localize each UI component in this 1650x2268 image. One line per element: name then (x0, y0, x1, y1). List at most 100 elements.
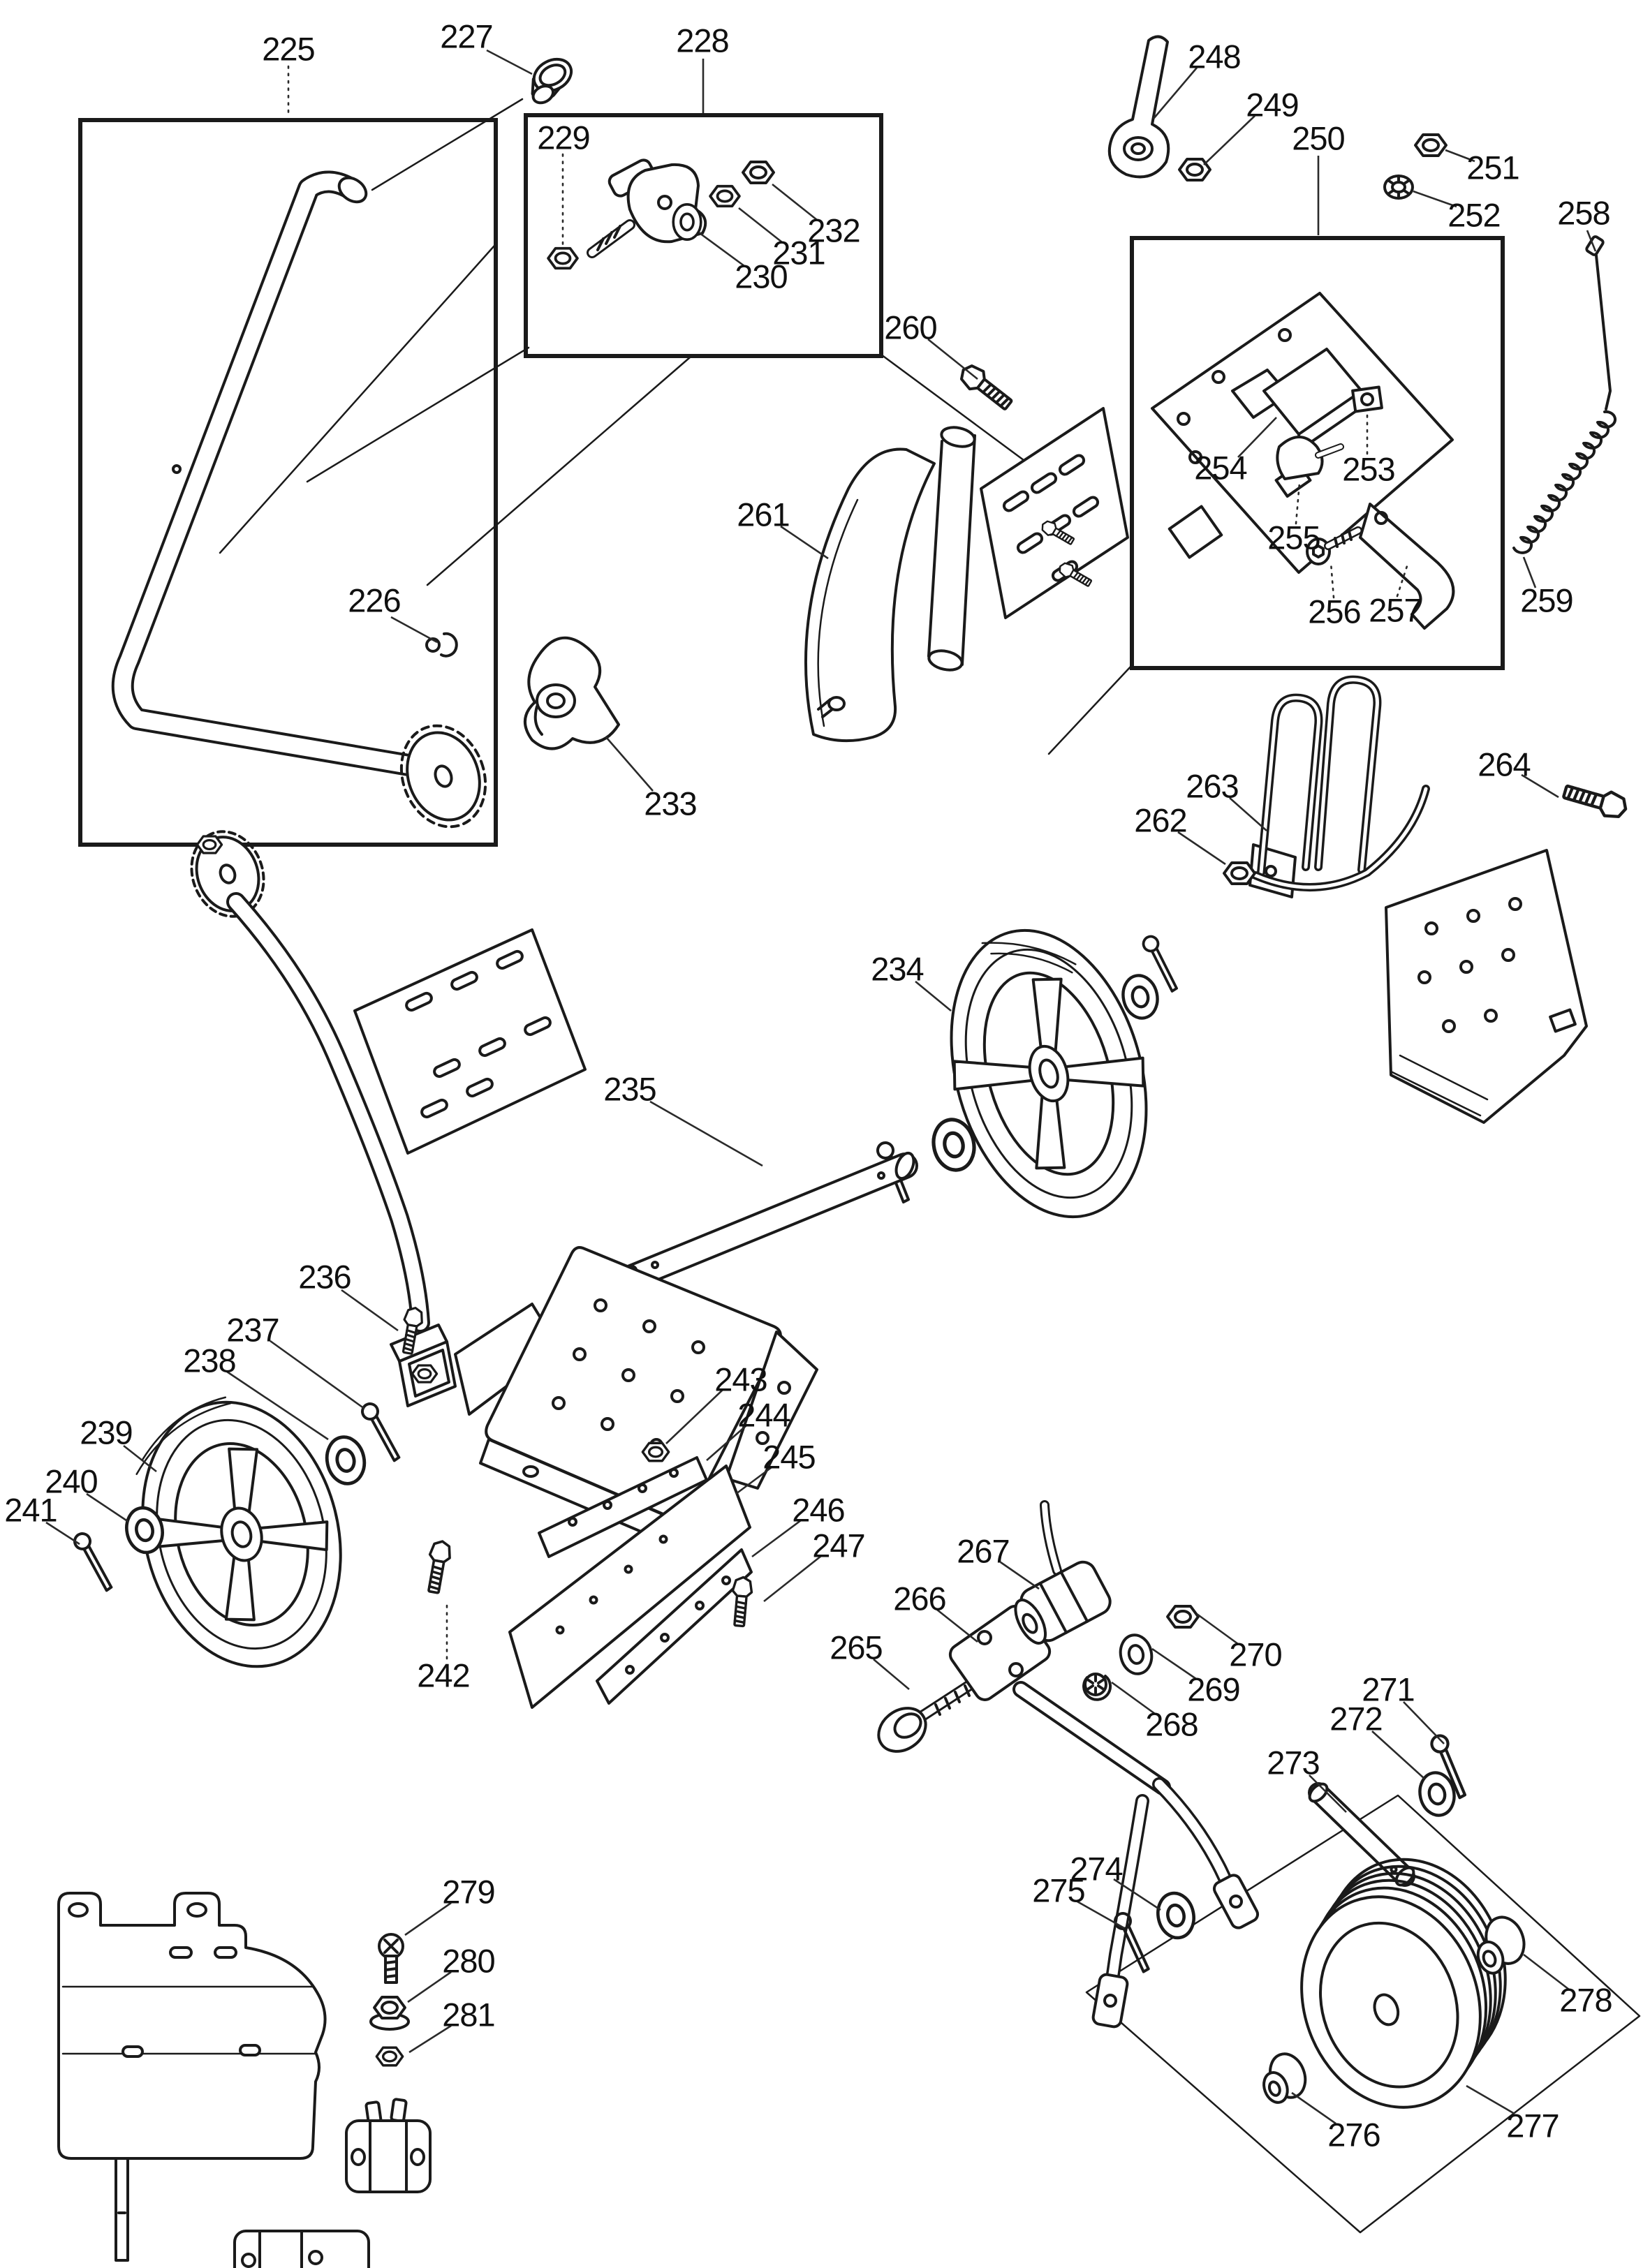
leader-line-249 (1203, 115, 1255, 165)
part-label-275-cotter-pin: 275 (1032, 1872, 1084, 1909)
part-label-255-cone-knob: 255 (1267, 519, 1320, 556)
leader-line-237 (270, 1340, 365, 1410)
part-label-242-hex-bolt: 242 (417, 1657, 469, 1694)
blade-plate-245 (508, 1465, 751, 1709)
part-label-276-hub-cap: 276 (1327, 2117, 1380, 2154)
part-label-268-push-nut: 268 (1145, 1706, 1198, 1743)
hex-nut-262 (1223, 861, 1256, 885)
leader-line-231 (738, 207, 783, 244)
washer-274 (1154, 1890, 1198, 1941)
handle-assembly (111, 170, 487, 829)
part-label-262-hex-nut: 262 (1134, 802, 1186, 839)
leader-line-263 (1229, 797, 1267, 831)
part-label-230-washer: 230 (735, 258, 787, 295)
part-label-232-lock-nut: 232 (807, 212, 860, 249)
lower-guard-assembly (57, 1892, 432, 2268)
leader-line-232 (772, 183, 818, 221)
spring-rod-258 (1585, 235, 1612, 410)
leader-line-272 (1371, 1730, 1425, 1779)
lock-nut-251 (1414, 133, 1448, 157)
square-nut-253 (1351, 385, 1383, 413)
part-label-271-cotter-pin: 271 (1362, 1671, 1414, 1708)
leader-line-247 (763, 1555, 822, 1603)
part-label-248-clamp-lever: 248 (1188, 38, 1240, 75)
part-label-261-belt-guard: 261 (737, 496, 789, 533)
part-label-270-hex-nut: 270 (1229, 1636, 1281, 1673)
leader-line-230 (699, 232, 745, 267)
part-label-252-lock-washer: 252 (1448, 197, 1500, 234)
part-label-264-hex-bolt: 264 (1478, 746, 1530, 783)
part-label-253-square-nut: 253 (1342, 451, 1394, 488)
part-label-240-washer: 240 (45, 1463, 97, 1500)
lock-nut-232 (742, 161, 775, 184)
leader-line-246 (751, 1519, 802, 1558)
cable-clamp (345, 2098, 432, 2193)
leader-line-233 (605, 736, 654, 792)
part-label-258-spring-rod: 258 (1557, 195, 1610, 232)
leader-line-280 (407, 1971, 452, 2003)
spring-259 (1512, 410, 1617, 554)
leader-line-245 (735, 1466, 772, 1495)
leader-line-265 (873, 1659, 910, 1690)
handle-end-cap-227 (531, 57, 573, 105)
clamp-lever-248 (1107, 35, 1170, 179)
part-label-247-hex-bolt: 247 (812, 1527, 864, 1564)
leader-line-277 (1466, 2084, 1515, 2115)
leader-line-254 (1237, 417, 1277, 458)
leader-line-264 (1521, 773, 1559, 799)
part-label-243-square-nut: 243 (714, 1361, 767, 1398)
wing-knob-233 (523, 636, 620, 750)
part-label-236-hex-bolt: 236 (298, 1259, 351, 1296)
part-label-227-handle-end-cap: 227 (440, 18, 492, 55)
cotter-pin-241 (61, 1531, 127, 1592)
part-label-231-lock-nut: 231 (772, 235, 825, 272)
gear-bolt-head (196, 835, 223, 854)
washer-230 (672, 202, 702, 242)
leader-line-267 (1000, 1561, 1040, 1590)
part-label-274-washer: 274 (1070, 1851, 1122, 1888)
part-label-238-washer: 238 (183, 1342, 235, 1379)
part-label-234-front-wheel: 234 (871, 951, 923, 988)
leader-line-268 (1111, 1681, 1156, 1715)
socket-bolt-256 (1306, 526, 1362, 565)
leader-line-269 (1151, 1647, 1197, 1680)
hex-nut-281 (375, 2046, 404, 2067)
rear-perforated-plate (1385, 849, 1588, 1124)
part-label-249-hex-nut: 249 (1246, 87, 1298, 124)
leader-line-251 (1445, 149, 1475, 163)
support-tube (927, 426, 976, 672)
leader-line-260 (927, 338, 978, 380)
leader-line-276 (1291, 2091, 1336, 2125)
leader-line-226 (390, 616, 438, 644)
hub-cap-276 (1262, 2052, 1307, 2104)
leader-line-259 (1522, 556, 1537, 588)
leader-line-261 (780, 525, 829, 560)
guard-body (57, 1892, 327, 2160)
leader-line-257 (1396, 563, 1409, 598)
roller-cam-267 (1014, 1500, 1112, 1645)
leader-line-240 (86, 1492, 129, 1523)
leader-line-235 (649, 1100, 763, 1167)
handle-clip-226 (425, 632, 458, 658)
washer-238 (323, 1434, 369, 1488)
part-label-229-lock-nut: 229 (537, 119, 589, 156)
handle-grip-end (337, 176, 368, 204)
part-label-267-roller-cam: 267 (957, 1533, 1009, 1570)
part-label-225-handle-assembly-box: 225 (262, 31, 314, 68)
part-label-279-screw: 279 (442, 1874, 494, 1911)
hub-cap-278 (1476, 1915, 1526, 1975)
lock-washer-252 (1383, 175, 1414, 200)
part-label-281-hex-nut: 281 (442, 1996, 494, 2033)
hex-bolt-242 (422, 1538, 454, 1596)
detail-box-228 (524, 113, 883, 358)
bracket-nut (411, 1364, 439, 1384)
hex-nut-270 (1166, 1605, 1200, 1629)
lever-assembly (547, 158, 775, 270)
part-label-260-hex-bolt: 260 (884, 309, 936, 346)
washer-269 (1115, 1631, 1157, 1678)
axle-tube-235 (615, 1151, 918, 1294)
detail-box-225 (78, 118, 498, 847)
part-label-280-flange-nut: 280 (442, 1943, 494, 1980)
